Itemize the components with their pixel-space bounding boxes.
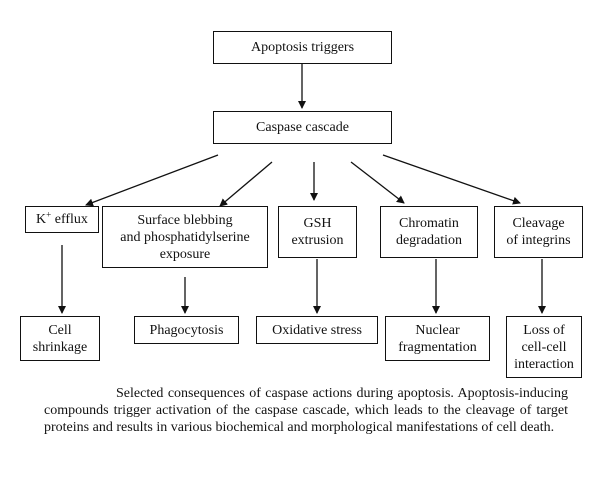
node-nuclear-fragmentation: Nuclear fragmentation bbox=[385, 316, 490, 361]
node-surface-blebbing: Surface blebbing and phosphatidylserine … bbox=[102, 206, 268, 268]
node-cleavage-integrins: Cleavage of integrins bbox=[494, 206, 583, 258]
node-loss-cell-interaction: Loss of cell-cell interaction bbox=[506, 316, 582, 378]
arrow-cascade-to-surface bbox=[219, 161, 273, 207]
node-phagocytosis: Phagocytosis bbox=[134, 316, 239, 344]
connector-arrows bbox=[58, 64, 546, 314]
apoptosis-flowchart: Apoptosis triggers Caspase cascade K+ ef… bbox=[20, 31, 583, 378]
node-k-efflux: K+ efflux bbox=[25, 206, 99, 233]
node-gsh-extrusion: GSH extrusion bbox=[278, 206, 357, 258]
node-oxidative-stress: Oxidative stress bbox=[256, 316, 378, 344]
arrow-cascade-to-k-efflux bbox=[85, 154, 219, 207]
node-cell-shrinkage: Cell shrinkage bbox=[20, 316, 100, 361]
node-caspase-cascade: Caspase cascade bbox=[213, 111, 392, 144]
figure-caption: Selected consequences of caspase actions… bbox=[44, 386, 568, 435]
arrow-cascade-to-integrins bbox=[382, 154, 521, 205]
node-apoptosis-triggers: Apoptosis triggers bbox=[213, 31, 392, 64]
node-k-efflux-label: K+ efflux bbox=[36, 209, 88, 227]
arrow-cascade-to-chromatin bbox=[350, 161, 405, 204]
node-chromatin-degradation: Chromatin degradation bbox=[380, 206, 478, 258]
